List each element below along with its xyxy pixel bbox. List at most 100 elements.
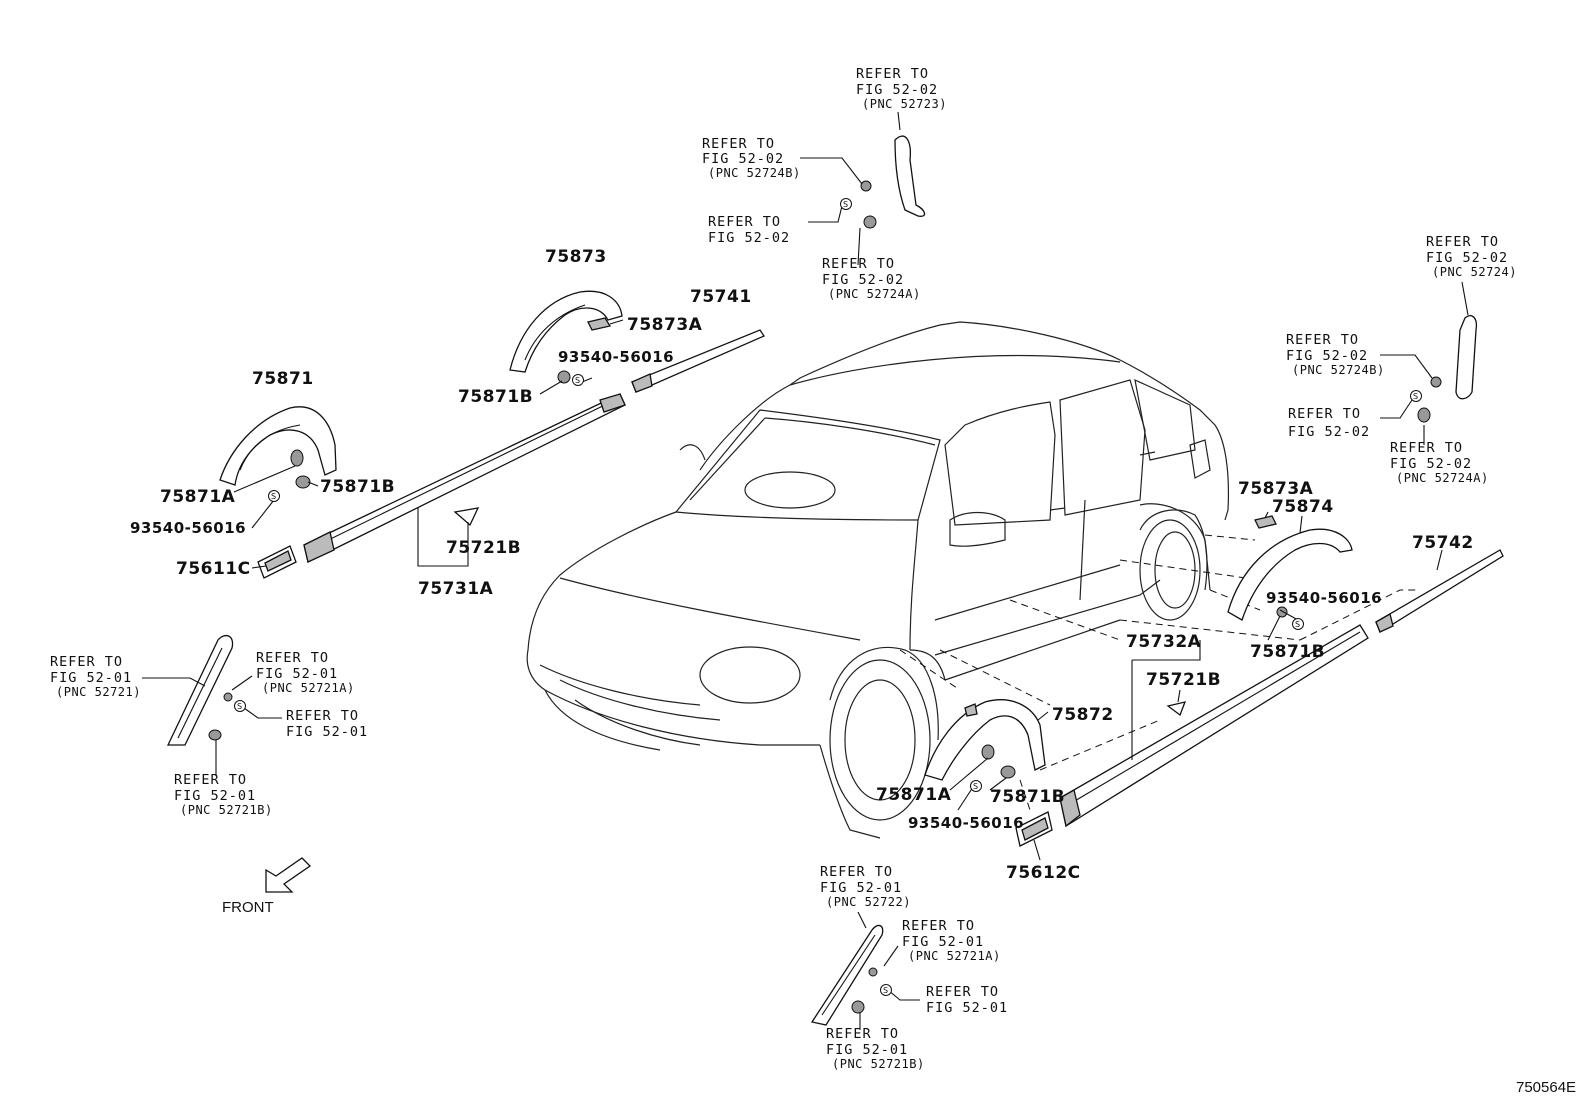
part-labels: 75873 75741 75873A 93540-56016 75871B 75… — [130, 247, 1474, 883]
refer-labels: REFER TO FIG 52-02 (PNC 52723) REFER TO … — [50, 66, 1517, 1071]
ref-right-c-2: FIG 52-02 — [1390, 456, 1472, 472]
ref-left-b-1: REFER TO — [286, 708, 359, 724]
ref-top-left-a-3: (PNC 52724B) — [708, 166, 801, 180]
ref-top-bottom-1: REFER TO — [822, 256, 895, 272]
label-75611C: 75611C — [176, 559, 251, 579]
washer-mark: S — [1413, 392, 1418, 401]
ref-top-left-a-1: REFER TO — [702, 136, 775, 152]
ref-left-main-3: (PNC 52721) — [56, 685, 141, 699]
ref-right-b-1: REFER TO — [1288, 406, 1361, 422]
washer-icon — [234, 700, 246, 712]
ref-top-left-a-2: FIG 52-02 — [702, 151, 784, 167]
washer-mark: S — [843, 200, 848, 209]
label-93540-56016: 93540-56016 — [1266, 589, 1382, 607]
ref-top-bottom-3: (PNC 52724A) — [828, 287, 921, 301]
ref-right-c-1: REFER TO — [1390, 440, 1463, 456]
label-75871B: 75871B — [1250, 642, 1325, 662]
s-washers: S S S S S S S S — [234, 198, 1422, 996]
ref-top-main-2: FIG 52-02 — [856, 82, 938, 98]
ref-left-b-2: FIG 52-01 — [286, 724, 368, 740]
ref-right-a-3: (PNC 52724B) — [1292, 363, 1385, 377]
ref-left-main-2: FIG 52-01 — [50, 670, 132, 686]
ref-bot-c-1: REFER TO — [826, 1026, 899, 1042]
washer-icon — [970, 780, 982, 792]
front-label: FRONT — [222, 899, 274, 916]
ref-bot-b-1: REFER TO — [926, 984, 999, 1000]
label-75873A: 75873A — [1238, 479, 1314, 499]
part-75731A-molding — [303, 393, 626, 563]
label-93540-56016: 93540-56016 — [558, 348, 674, 366]
label-75871A: 75871A — [876, 785, 952, 805]
washer-mark: S — [883, 986, 888, 995]
label-75721B: 75721B — [1146, 670, 1221, 690]
washer-mark: S — [973, 782, 978, 791]
label-75874: 75874 — [1272, 497, 1334, 517]
label-75873: 75873 — [545, 247, 607, 267]
ref-left-c-2: FIG 52-01 — [174, 788, 256, 804]
front-direction: FRONT — [222, 857, 312, 916]
ref-bot-a-1: REFER TO — [902, 918, 975, 934]
front-arrow-icon — [265, 857, 312, 893]
label-75871B: 75871B — [990, 787, 1065, 807]
label-93540-56016: 93540-56016 — [908, 814, 1024, 832]
part-75612C-end-cap — [1015, 811, 1053, 847]
washer-icon — [880, 984, 892, 996]
ref-right-main-3: (PNC 52724) — [1432, 265, 1517, 279]
part-75721B-clip-right — [1166, 701, 1187, 717]
washer-icon — [1410, 390, 1422, 402]
label-75732A: 75732A — [1126, 632, 1202, 652]
ref-right-main-2: FIG 52-02 — [1426, 250, 1508, 266]
ref-right-b-2: FIG 52-02 — [1288, 424, 1370, 440]
ref-top-bottom-2: FIG 52-02 — [822, 272, 904, 288]
part-75611C-end-cap — [257, 545, 297, 579]
label-75873A: 75873A — [627, 315, 703, 335]
part-75871-fender-liner — [219, 406, 337, 489]
pillar-trim-right — [1417, 315, 1478, 423]
washer-icon — [1292, 618, 1304, 630]
ref-bot-main-3: (PNC 52722) — [826, 895, 911, 909]
washer-mark: S — [1295, 620, 1300, 629]
label-75742: 75742 — [1412, 533, 1474, 553]
ref-left-main-1: REFER TO — [50, 654, 123, 670]
ref-bot-c-2: FIG 52-01 — [826, 1042, 908, 1058]
ref-top-left-b-2: FIG 52-02 — [708, 230, 790, 246]
washer-mark: S — [237, 702, 242, 711]
ref-bot-c-3: (PNC 52721B) — [832, 1057, 925, 1071]
label-75871A: 75871A — [160, 487, 236, 507]
car-illustration — [526, 321, 1229, 839]
ref-right-a-1: REFER TO — [1286, 332, 1359, 348]
ref-top-left-b-1: REFER TO — [708, 214, 781, 230]
label-75612C: 75612C — [1006, 863, 1081, 883]
pillar-trim-bottom — [810, 924, 884, 1026]
ref-left-c-1: REFER TO — [174, 772, 247, 788]
washer-icon — [572, 374, 584, 386]
diagram-id: 750564E — [1516, 1079, 1576, 1096]
part-75872-fender-liner — [924, 699, 1046, 781]
label-75872: 75872 — [1052, 705, 1114, 725]
ref-top-main-1: REFER TO — [856, 66, 929, 82]
pillar-trim-left — [166, 634, 234, 746]
ref-bot-main-2: FIG 52-01 — [820, 880, 902, 896]
ref-bot-b-2: FIG 52-01 — [926, 1000, 1008, 1016]
ref-left-c-3: (PNC 52721B) — [180, 803, 273, 817]
label-75871B: 75871B — [458, 387, 533, 407]
washer-mark: S — [575, 376, 580, 385]
ref-bot-main-1: REFER TO — [820, 864, 893, 880]
label-75731A: 75731A — [418, 579, 494, 599]
label-75871B: 75871B — [320, 477, 395, 497]
ref-bot-a-3: (PNC 52721A) — [908, 949, 1001, 963]
label-75871: 75871 — [252, 369, 314, 389]
leader-lines — [142, 111, 1469, 1030]
ref-right-main-1: REFER TO — [1426, 234, 1499, 250]
part-75874-fender-liner — [1227, 515, 1353, 621]
part-75873-fender-liner — [509, 290, 623, 384]
ref-top-main-3: (PNC 52723) — [862, 97, 947, 111]
part-75732A-molding — [1059, 624, 1369, 828]
pillar-trim-top — [860, 135, 926, 229]
washer-mark: S — [271, 492, 276, 501]
ref-left-a-2: FIG 52-01 — [256, 666, 338, 682]
ref-bot-a-2: FIG 52-01 — [902, 934, 984, 950]
ref-left-a-3: (PNC 52721A) — [262, 681, 355, 695]
part-75742-molding — [1375, 549, 1504, 633]
